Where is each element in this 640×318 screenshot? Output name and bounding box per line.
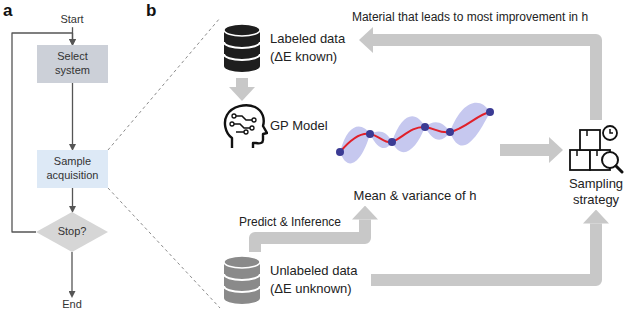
data-store: Unlabeled data (ΔE unknown) — [220, 252, 371, 308]
diamond-fill — [36, 212, 108, 252]
node-text: Unlabeled data (ΔE unknown) — [270, 262, 365, 297]
process-box: Select system — [37, 45, 108, 83]
connector — [500, 144, 549, 156]
node-text: GP Model — [270, 117, 350, 135]
edge-label: Predict & Inference — [237, 215, 343, 229]
database-icon — [222, 22, 262, 74]
node-text: Mean & variance of h — [330, 188, 500, 204]
connector — [108, 188, 220, 308]
connector-group — [12, 18, 596, 308]
connector — [236, 78, 248, 87]
sampling-icon — [568, 120, 624, 174]
data-store: Labeled data (ΔE known) — [220, 18, 360, 78]
plot-node: Mean & variance of h — [330, 92, 500, 207]
decision-diamond: Stop? — [36, 212, 108, 252]
model-icon — [225, 105, 267, 148]
strategy-node: Sampling strategy — [562, 120, 630, 211]
gp-plot — [336, 103, 494, 164]
node-text: Select system — [42, 50, 103, 78]
connector — [71, 252, 72, 291]
terminal-label: Start — [58, 12, 85, 27]
node-text: Sample acquisition — [42, 155, 103, 183]
connector — [72, 83, 73, 144]
gp-plot — [330, 92, 500, 188]
database-icon — [222, 254, 262, 306]
node-text: Start — [60, 13, 83, 26]
connector — [72, 188, 73, 206]
terminal-label: End — [60, 297, 84, 312]
model-icon — [222, 102, 268, 150]
model-node: GP Model — [220, 100, 356, 152]
node-text: Labeled data (ΔE known) — [270, 30, 354, 65]
node-text: End — [62, 298, 82, 311]
node-text: Stop? — [58, 225, 87, 238]
process-box: Sample acquisition — [37, 150, 108, 188]
node-text: Sampling strategy — [562, 176, 630, 209]
connector — [108, 18, 220, 150]
panel-label: b — [146, 1, 156, 21]
database-icon — [224, 24, 260, 72]
connector — [371, 224, 596, 281]
database-icon — [224, 256, 260, 304]
panel-label: a — [3, 1, 12, 21]
sampling-icon — [570, 126, 622, 172]
edge-label: Material that leads to most improvement … — [350, 10, 590, 24]
